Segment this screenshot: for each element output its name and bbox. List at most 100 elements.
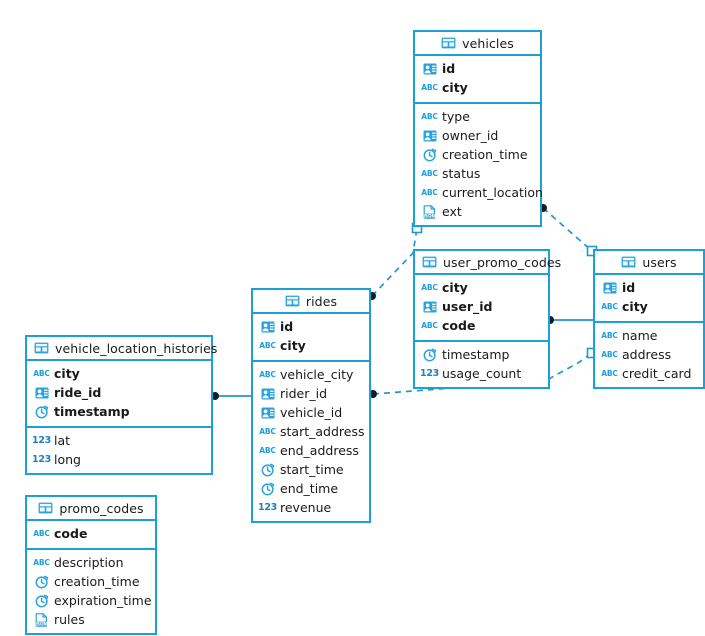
id-card-icon (34, 385, 49, 400)
clock-icon (260, 462, 275, 477)
column-name: vehicle_city (280, 367, 354, 382)
clock-icon (34, 593, 49, 608)
column-row[interactable]: end_time (253, 479, 369, 498)
column-name: timestamp (442, 347, 510, 362)
column-row[interactable]: ABC status (415, 164, 540, 183)
abc-text-icon: ABC (421, 168, 438, 178)
column-name: usage_count (442, 366, 522, 381)
clock-icon (422, 147, 437, 162)
table-header[interactable]: vehicles (415, 32, 540, 56)
number-123-icon: 123 (32, 434, 51, 446)
column-name: vehicle_id (280, 405, 343, 420)
table-header[interactable]: vehicle_location_histories (27, 337, 217, 361)
table-title: promo_codes (59, 500, 144, 516)
column-name: start_address (280, 424, 365, 439)
abc-text-icon: ABC (33, 368, 50, 378)
column-row[interactable]: start_time (253, 460, 369, 479)
column-name: rules (54, 612, 85, 627)
column-name: current_location (442, 185, 543, 200)
table-header[interactable]: users (595, 251, 703, 275)
column-row[interactable]: creation_time (415, 145, 540, 164)
table-grid-icon (285, 294, 300, 309)
column-row[interactable]: id (253, 317, 369, 336)
column-name: description (54, 555, 124, 570)
column-name: rider_id (280, 386, 328, 401)
column-name: ext (442, 204, 462, 219)
relationship-line (371, 227, 418, 297)
column-row[interactable]: user_id (415, 297, 548, 316)
column-row[interactable]: ABC start_address (253, 422, 369, 441)
column-row[interactable]: vehicle_id (253, 403, 369, 422)
relationship-vehicle_location_histories-to-rides[interactable] (211, 392, 251, 400)
clock-icon (422, 347, 437, 362)
column-name: address (622, 347, 672, 362)
table-header[interactable]: rides (253, 290, 369, 314)
column-row[interactable]: rider_id (253, 384, 369, 403)
column-name: lat (54, 433, 71, 448)
column-name: city (622, 299, 648, 314)
column-row[interactable]: ABC city (253, 336, 369, 355)
column-row[interactable]: id (415, 59, 540, 78)
column-name: city (442, 80, 468, 95)
table-header[interactable]: user_promo_codes (415, 251, 561, 275)
column-row[interactable]: expiration_time (27, 591, 155, 610)
abc-text-icon: ABC (259, 426, 276, 436)
column-row[interactable]: creation_time (27, 572, 155, 591)
clock-icon (34, 404, 49, 419)
table-grid-icon (38, 501, 53, 516)
abc-text-icon: ABC (259, 340, 276, 350)
column-name: status (442, 166, 481, 181)
table-title: vehicle_location_histories (55, 340, 218, 356)
table-title: vehicles (462, 35, 514, 51)
column-name: id (442, 61, 456, 76)
column-row[interactable]: ride_id (27, 383, 211, 402)
column-name: id (280, 319, 294, 334)
column-row[interactable]: id (595, 278, 703, 297)
column-row[interactable]: timestamp (27, 402, 211, 421)
column-row[interactable]: owner_id (415, 126, 540, 145)
table-title: rides (305, 293, 338, 309)
column-name: city (280, 338, 306, 353)
relationship-vehicles-to-users[interactable] (539, 204, 598, 257)
id-card-icon (422, 61, 437, 76)
column-row[interactable]: timestamp (415, 345, 548, 364)
id-card-icon (602, 280, 617, 295)
column-name: id (622, 280, 636, 295)
relationship-user_promo_codes-to-users[interactable] (546, 316, 593, 324)
column-name: owner_id (442, 128, 499, 143)
table-header[interactable]: promo_codes (27, 497, 155, 521)
